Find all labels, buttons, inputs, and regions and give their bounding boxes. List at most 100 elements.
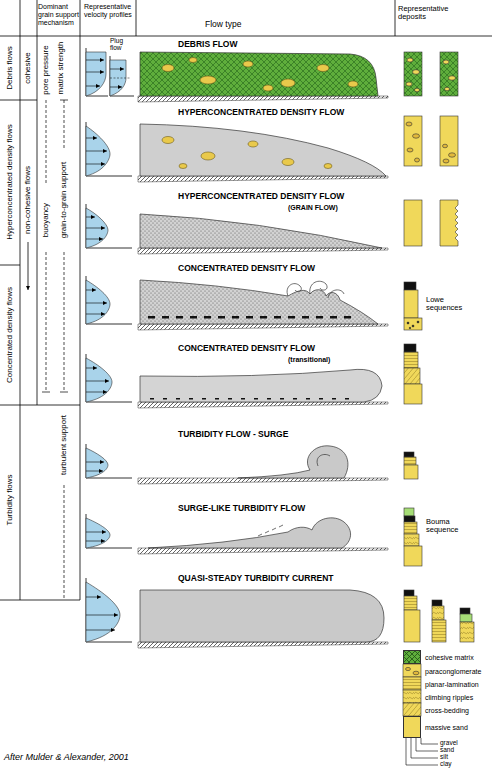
table-frame [20,0,21,600]
velocity-profile [110,78,130,79]
velocity-profile [86,514,132,548]
velocity-profile [86,578,132,642]
velocity-profile [86,471,103,472]
range-tick [42,100,68,392]
flow-shape-part [293,398,297,400]
annotation-label: Lowe sequences [426,296,468,312]
row-label: Hyperconcentrated density flows [6,124,14,240]
deposit-column [443,159,449,163]
velocity-profile [86,514,132,548]
range-tick [42,392,50,393]
flow-shape-part [189,58,197,63]
velocity-profile [86,204,132,248]
deposit-column [406,122,412,126]
deposit-column [406,82,412,86]
deposit-column [404,282,422,330]
support-range [64,100,65,150]
velocity-profile [86,578,132,642]
flow-shape-part [330,316,337,319]
table-frame [0,100,37,101]
row-label: Turbidity flows [6,475,14,526]
flow-shape-part [162,65,174,72]
flow-shape-part [287,284,301,296]
deposit-column [415,158,420,162]
deposit-column [404,344,416,352]
flow-type-title: HYPERCONCENTRATED DENSITY FLOW [178,108,344,117]
velocity-profile [86,354,132,402]
support-range [64,252,65,392]
deposit-column [404,200,422,246]
flow-shape-part [138,324,388,330]
deposit-column [432,600,442,606]
deposit-column [460,622,474,642]
support-range [46,252,47,392]
flow-shape-part [345,398,349,400]
flow-type-title: SURGE-LIKE TURBIDITY FLOW [178,504,305,513]
flow-shape-part [138,96,388,102]
velocity-profile [86,239,103,240]
legend-sample [406,667,411,670]
deposit-column [440,200,458,246]
legend-text: cohesive matrix [425,654,474,661]
grain-size-scale [416,738,438,751]
flow-shape-part [274,316,281,319]
velocity-profile [110,87,122,88]
deposit-column [404,508,414,516]
flow-band: DEBRIS FLOW [138,38,392,104]
support-range [46,100,47,185]
deposit-column [404,508,422,566]
flow-shape-part [176,316,183,319]
deposit-column [407,322,409,324]
flow-shape-part [190,316,197,319]
flow-shape-part [138,248,388,254]
flow-shape-part [200,76,216,84]
deposit-column [404,534,419,546]
range-tick [60,100,68,101]
deposit-column [404,452,418,479]
row-label: Debris flows [6,46,14,90]
velocity-profile [86,52,106,96]
legend-text: cross-bedding [425,706,469,713]
annotation-label: clay [440,761,452,768]
legend-entry: massive sand [403,716,492,738]
annotation-label: Dominant grain support mechanism [38,3,82,27]
flow-band: TURBIDITY FLOW - SURGE [138,426,392,486]
flow-band: HYPERCONCENTRATED DENSITY FLOW(GRAIN FLO… [138,188,392,256]
velocity-profile [86,630,115,631]
deposit-column [404,610,420,642]
flow-shape-part [317,65,329,72]
flow-subtitle: (GRAIN FLOW) [288,204,338,212]
flow-shape-part [332,398,336,400]
deposit-column [445,87,450,91]
legend-text: paraconglomerate [425,667,481,674]
flow-shape-part [204,316,211,319]
legend-swatch [403,650,421,664]
table-frame [136,0,137,36]
deposit-column [404,344,422,404]
trend-arrow [28,242,29,290]
annotation-label: Bouma sequence [426,518,472,534]
flow-shape-part [344,316,351,319]
deposit-column [404,116,422,166]
table-frame [0,0,492,600]
velocity-profile [86,314,105,315]
deposit-column [443,144,448,148]
deposit-column [404,352,418,368]
flow-shape-part [148,518,351,548]
flow-shape-part [150,398,154,400]
velocity-profile [86,60,104,61]
flow-shape-part [306,398,310,400]
flow-shape-part [280,398,284,400]
table-frame [0,600,80,601]
velocity-profile [86,381,109,382]
flow-shape-part [140,52,378,96]
legend-entry: climbing ripples [403,690,492,703]
annotation-label: gravel [440,740,458,747]
flow-shape-part [176,398,180,400]
flow-band: SURGE-LIKE TURBIDITY FLOW [138,500,392,556]
legend-text: climbing ripples [425,693,473,700]
deposit-column [404,457,416,465]
flow-shape-part [324,164,332,169]
deposit-column [404,590,474,642]
